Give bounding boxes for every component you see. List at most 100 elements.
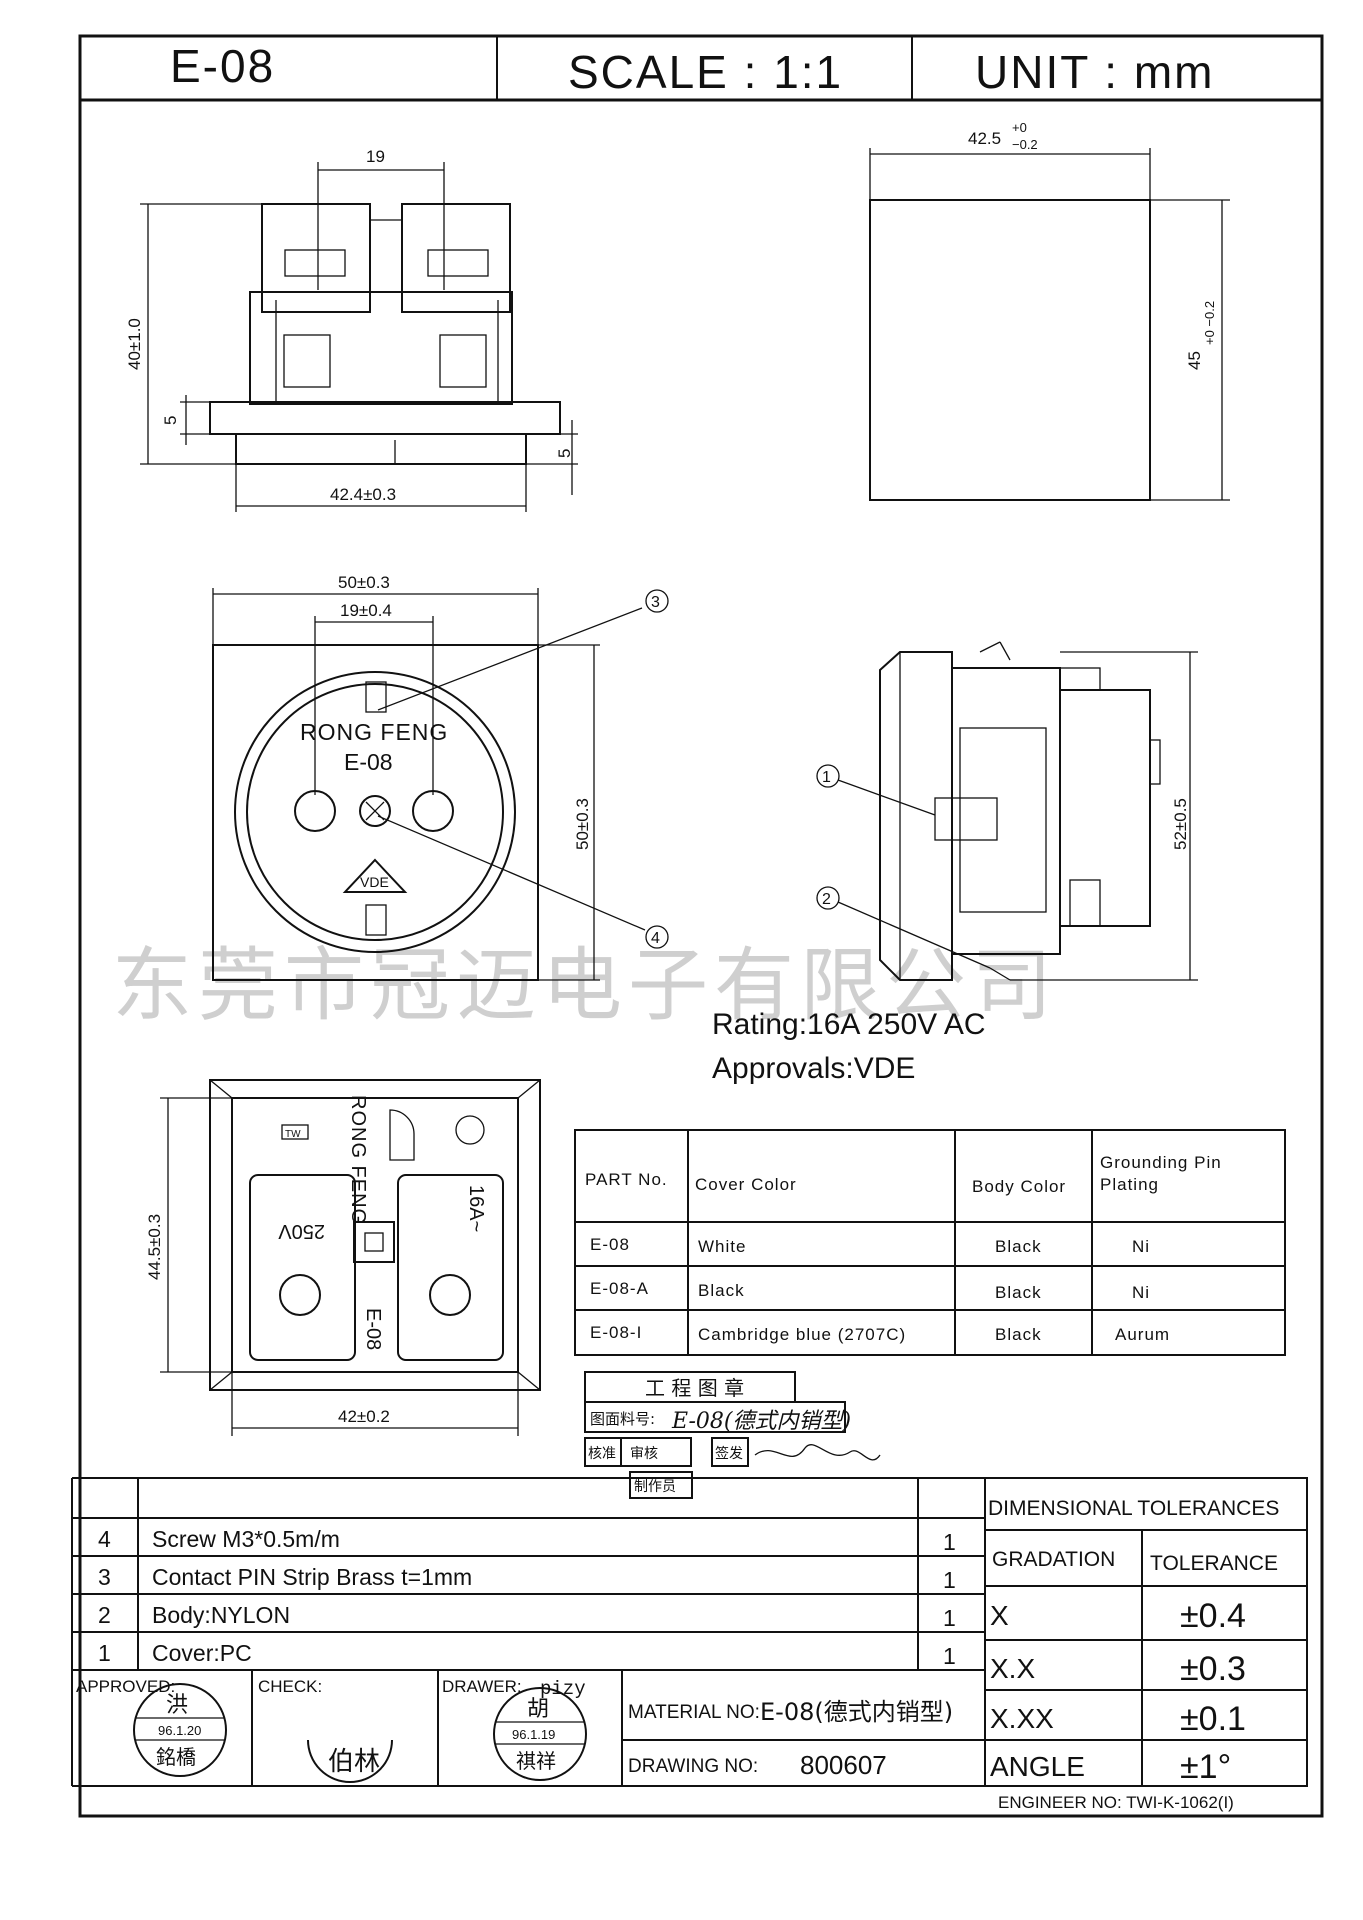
- parts-row2-plating: Ni: [1132, 1283, 1150, 1302]
- drawer-stamp: 胡 96.1.19 祺祥: [493, 1687, 587, 1781]
- approved-stamp: 洪 96.1.20 銘橋: [133, 1683, 227, 1777]
- dim-cutout-tol-lower: −0.2: [1012, 137, 1038, 152]
- parts-row3-cover: Cambridge blue (2707C): [698, 1325, 906, 1344]
- approved-stamp-top: 洪: [166, 1693, 188, 1718]
- signature: [754, 1444, 881, 1461]
- header-part: E-08: [170, 40, 275, 92]
- approved-label: APPROVED:: [76, 1677, 175, 1696]
- bom-row1-desc: Screw M3*0.5m/m: [152, 1526, 340, 1552]
- bom-row3-desc: Body:NYLON: [152, 1602, 290, 1628]
- engineering-stamp: 工 程 图 章 图面料号: E-08(德式内销型) 核准 审核 签发 制作员: [584, 1371, 881, 1499]
- dim-cutout-tol-upper: +0: [1012, 120, 1027, 135]
- tol-title: DIMENSIONAL TOLERANCES: [988, 1497, 1279, 1520]
- drawer-stamp-date: 96.1.19: [512, 1727, 555, 1742]
- dim-front-height: 50±0.3: [573, 798, 592, 850]
- stamp-drawing-label: 图面料号:: [590, 1410, 655, 1428]
- bom-row2-no: 3: [98, 1564, 111, 1590]
- tol-row4-grad: ANGLE: [990, 1751, 1085, 1782]
- front-view: VDE RONG FENG E-08 50±0.3 19±0.4 50±0.3 …: [212, 573, 669, 981]
- rating-text: Rating:16A 250V AC: [712, 1008, 986, 1041]
- dim-cutout-height: 45: [1185, 351, 1204, 370]
- back-model: E-08: [362, 1308, 384, 1350]
- parts-row1-part: E-08: [590, 1235, 630, 1254]
- stamp-drawing-handwritten: E-08(德式内销型): [671, 1409, 851, 1434]
- header-unit: UNIT : mm: [975, 46, 1214, 98]
- parts-table: PART No. Cover Color Body Color Groundin…: [574, 1129, 1286, 1356]
- tol-row2-grad: X.X: [990, 1653, 1035, 1684]
- stamp-title: 工 程 图 章: [645, 1376, 744, 1400]
- drawing-label: DRAWING NO:: [628, 1756, 758, 1777]
- parts-header-cover: Cover Color: [695, 1175, 797, 1194]
- dim-top-height: 40±1.0: [125, 318, 144, 370]
- back-brand: RONG FENG: [347, 1095, 369, 1225]
- check-stamp: 伯林: [307, 1739, 393, 1783]
- side-view: 52±0.5 1 2: [816, 641, 1198, 981]
- engineer-no: ENGINEER NO: TWI-K-1062(I): [998, 1793, 1234, 1812]
- bom-row4-desc: Cover:PC: [152, 1640, 252, 1666]
- check-label: CHECK:: [258, 1677, 322, 1696]
- parts-row3-body: Black: [995, 1325, 1042, 1344]
- dim-19: 19: [366, 147, 385, 166]
- cutout-view: 42.5 +0 −0.2 45 +0 −0.2: [869, 120, 1230, 501]
- dim-front-width: 50±0.3: [338, 573, 390, 592]
- sheet-border: [78, 34, 1324, 1818]
- approvals-text: Approvals:VDE: [712, 1052, 915, 1085]
- back-mark: TW: [285, 1129, 301, 1140]
- back-voltage: 250V: [278, 1220, 325, 1242]
- back-view: TW RONG FENG 250V 16A~ E-08 44.5±0.3 42±…: [145, 1079, 541, 1436]
- bom-row1-qty: 1: [943, 1529, 956, 1555]
- approved-stamp-bottom: 銘橋: [156, 1745, 196, 1769]
- dim-5-left: 5: [161, 416, 180, 425]
- dim-side-height: 52±0.5: [1171, 798, 1190, 850]
- parts-row2-body: Black: [995, 1283, 1042, 1302]
- callout-2: 2: [822, 891, 831, 908]
- stamp-sign-label: 签发: [715, 1445, 743, 1462]
- tol-row4-tol: ±1°: [1180, 1748, 1231, 1786]
- drawer-label: DRAWER:: [442, 1677, 522, 1696]
- approved-stamp-date: 96.1.20: [158, 1723, 201, 1738]
- dim-5-right: 5: [555, 449, 574, 458]
- parts-header-part: PART No.: [585, 1170, 668, 1189]
- dim-cutout-height-tol: +0 −0.2: [1202, 301, 1217, 345]
- tol-row2-tol: ±0.3: [1180, 1650, 1246, 1688]
- drawer-name: pizy: [540, 1678, 586, 1700]
- bom-row4-qty: 1: [943, 1643, 956, 1669]
- parts-row3-part: E-08-I: [590, 1323, 642, 1342]
- material-value: E-08(德式内销型): [760, 1698, 953, 1726]
- dim-back-height: 44.5±0.3: [145, 1214, 164, 1280]
- tol-row1-grad: X: [990, 1600, 1009, 1631]
- parts-row1-body: Black: [995, 1237, 1042, 1256]
- tol-row1-tol: ±0.4: [1180, 1597, 1246, 1635]
- check-stamp-text: 伯林: [328, 1747, 380, 1777]
- watermark: 东莞市冠迈电子有限公司: [112, 939, 1058, 1032]
- vde-mark: VDE: [360, 874, 389, 890]
- drawer-stamp-bottom: 祺祥: [516, 1749, 556, 1773]
- dim-top-width: 42.4±0.3: [330, 485, 396, 504]
- face-model: E-08: [344, 749, 393, 775]
- callout-1: 1: [822, 769, 831, 786]
- parts-row1-cover: White: [698, 1237, 746, 1256]
- drawer-stamp-top: 胡: [527, 1697, 549, 1722]
- dim-back-width: 42±0.2: [338, 1407, 390, 1426]
- back-current: 16A~: [465, 1185, 487, 1232]
- tol-col-tolerance: TOLERANCE: [1150, 1552, 1278, 1575]
- material-label: MATERIAL NO:: [628, 1702, 760, 1723]
- tol-col-gradation: GRADATION: [992, 1548, 1115, 1571]
- parts-header-grounding: Grounding Pin: [1100, 1153, 1222, 1172]
- dim-cutout-width: 42.5: [968, 129, 1001, 148]
- parts-row2-cover: Black: [698, 1281, 745, 1300]
- parts-row1-plating: Ni: [1132, 1237, 1150, 1256]
- bom-table: 4 Screw M3*0.5m/m 1 3 Contact PIN Strip …: [71, 1477, 986, 1786]
- bom-row3-no: 2: [98, 1602, 111, 1628]
- bom-row2-desc: Contact PIN Strip Brass t=1mm: [152, 1564, 472, 1590]
- header-scale: SCALE : 1:1: [568, 46, 843, 98]
- tolerance-table: DIMENSIONAL TOLERANCES GRADATION TOLERAN…: [984, 1477, 1308, 1787]
- bom-row1-no: 4: [98, 1526, 111, 1552]
- bom-row3-qty: 1: [943, 1605, 956, 1631]
- callout-4: 4: [651, 930, 660, 947]
- title-block: APPROVED: CHECK: DRAWER: pizy 洪 96.1.20 …: [72, 1670, 985, 1787]
- parts-header-body: Body Color: [972, 1177, 1066, 1196]
- bom-row4-no: 1: [98, 1640, 111, 1666]
